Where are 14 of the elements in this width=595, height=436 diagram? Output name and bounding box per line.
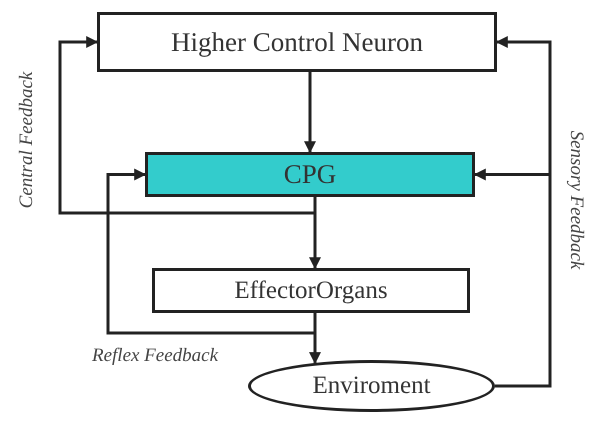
process-box (152, 268, 470, 313)
node-label: EffectorOrgans (234, 276, 388, 304)
arrow (304, 72, 316, 154)
node-label: Higher Control Neuron (171, 26, 423, 58)
process-box (145, 152, 475, 197)
arrow (58, 36, 316, 214)
node-label: Enviroment (312, 372, 431, 400)
edge-label: Reflex Feedback (92, 345, 218, 367)
node-label: CPG (284, 159, 336, 190)
arrow (106, 168, 316, 334)
edge-label: Central Feedback (16, 72, 38, 208)
edge-label: Sensory Feedback (565, 130, 587, 270)
process-box (97, 12, 497, 72)
arrow (474, 168, 552, 388)
